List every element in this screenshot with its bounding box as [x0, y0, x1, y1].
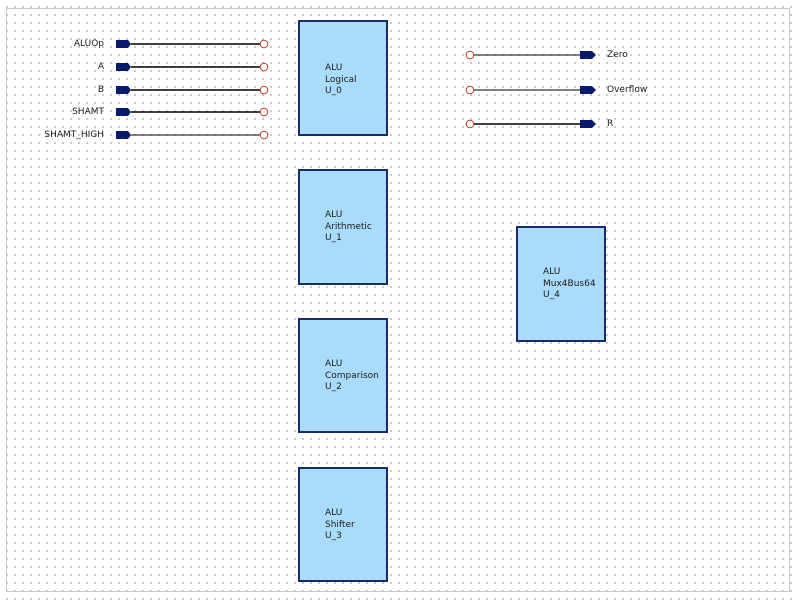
input-port-label-a: A	[97, 62, 104, 72]
output-wire-zero[interactable]	[465, 50, 596, 60]
block-alu-logical[interactable]: ALU Logical U_0	[298, 20, 388, 136]
block-instance: U_3	[325, 531, 342, 541]
output-port-label-overflow: Overflow	[607, 85, 648, 95]
block-cell: Arithmetic	[325, 221, 372, 232]
pin-circle-icon[interactable]	[259, 107, 269, 117]
block-library: ALU	[543, 267, 561, 277]
block-alu-comparison[interactable]: ALU Comparison U_2	[298, 318, 388, 433]
block-alu-arithmetic[interactable]: ALU Arithmetic U_1	[298, 169, 388, 285]
sheet-border	[6, 8, 790, 592]
block-label: ALU Logical U_0	[325, 63, 357, 98]
block-library: ALU	[325, 508, 343, 518]
block-instance: U_0	[325, 86, 342, 96]
pin-circle-icon[interactable]	[259, 85, 269, 95]
input-wire-aluop[interactable]	[116, 39, 269, 49]
pin-circle-icon[interactable]	[465, 119, 475, 129]
input-port-icon[interactable]	[116, 108, 131, 116]
input-port-icon[interactable]	[116, 63, 131, 71]
pin-circle-icon[interactable]	[465, 85, 475, 95]
output-port-icon[interactable]	[580, 120, 596, 128]
output-port-icon[interactable]	[580, 51, 596, 59]
input-wire-b[interactable]	[116, 85, 269, 95]
output-wire-overflow[interactable]	[465, 85, 596, 95]
output-port-label-zero: Zero	[607, 50, 628, 60]
block-instance: U_1	[325, 233, 342, 243]
input-port-label-shamt: SHAMT	[72, 107, 104, 117]
block-alu-shifter[interactable]: ALU Shifter U_3	[298, 467, 388, 582]
block-label: ALU Mux4Bus64 U_4	[543, 267, 596, 302]
input-port-icon[interactable]	[116, 131, 131, 139]
block-library: ALU	[325, 63, 343, 73]
block-cell: Logical	[325, 74, 357, 85]
output-port-icon[interactable]	[580, 86, 596, 94]
input-port-icon[interactable]	[116, 86, 131, 94]
block-label: ALU Arithmetic U_1	[325, 210, 372, 245]
block-label: ALU Shifter U_3	[325, 508, 355, 543]
block-cell: Comparison	[325, 370, 379, 381]
input-port-icon[interactable]	[116, 40, 131, 48]
pin-circle-icon[interactable]	[259, 130, 269, 140]
input-wire-a[interactable]	[116, 62, 269, 72]
input-wire-shamt-high[interactable]	[116, 130, 269, 140]
block-instance: U_2	[325, 382, 342, 392]
pin-circle-icon[interactable]	[465, 50, 475, 60]
block-alu-mux4bus64[interactable]: ALU Mux4Bus64 U_4	[516, 226, 606, 342]
block-instance: U_4	[543, 290, 560, 300]
input-port-label-aluop: ALUOp	[73, 39, 104, 49]
block-label: ALU Comparison U_2	[325, 359, 379, 394]
output-wire-r[interactable]	[465, 119, 596, 129]
pin-circle-icon[interactable]	[259, 62, 269, 72]
block-cell: Shifter	[325, 519, 355, 530]
block-cell: Mux4Bus64	[543, 278, 596, 289]
output-port-label-r: R	[607, 119, 614, 129]
pin-circle-icon[interactable]	[259, 39, 269, 49]
block-library: ALU	[325, 359, 343, 369]
input-wire-shamt[interactable]	[116, 107, 269, 117]
block-library: ALU	[325, 210, 343, 220]
input-port-label-b: B	[97, 85, 104, 95]
input-port-label-shamt-high: SHAMT_HIGH	[44, 130, 104, 140]
